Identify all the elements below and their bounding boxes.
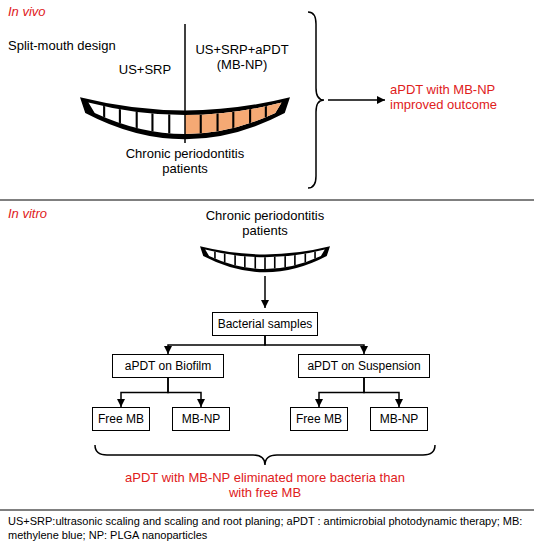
- box-text: MB-NP: [177, 412, 225, 426]
- flow-arrow: [265, 336, 364, 354]
- box-text: aPDT on Suspension: [303, 359, 425, 373]
- curly-brace: [308, 12, 324, 188]
- process-box: aPDT on Suspension: [298, 354, 430, 378]
- section-divider: [0, 200, 534, 201]
- box-text: MB-NP: [375, 412, 423, 426]
- subject-label: Chronic periodontitis patients: [195, 208, 335, 238]
- section-heading: In vivo: [8, 4, 88, 19]
- subject-label: Chronic periodontitis patients: [115, 146, 255, 176]
- box-text: Bacterial samples: [217, 317, 313, 331]
- footnote: US+SRP:ultrasonic scaling and scaling an…: [8, 514, 526, 542]
- process-box: Free MB: [92, 407, 150, 431]
- curly-brace: [95, 445, 435, 465]
- conclusion-text: aPDT with MB-NP eliminated more bacteria…: [125, 470, 405, 500]
- process-box: aPDT on Biofilm: [112, 354, 224, 378]
- process-box: MB-NP: [370, 407, 428, 431]
- group-label: US+SRP+aPDT (MB-NP): [192, 42, 292, 72]
- process-box: Bacterial samples: [212, 312, 318, 336]
- section-heading: In vitro: [8, 206, 88, 221]
- flow-arrow: [168, 378, 201, 407]
- process-box: MB-NP: [172, 407, 230, 431]
- split-line: [184, 24, 186, 143]
- flow-arrow: [364, 378, 399, 407]
- sampling-arrow: [264, 276, 266, 308]
- design-label: Split-mouth design: [8, 38, 138, 53]
- result-arrow: [328, 99, 385, 101]
- box-text: Free MB: [97, 412, 145, 426]
- flow-arrow: [121, 378, 168, 407]
- flow-arrow: [319, 378, 364, 407]
- conclusion-text: aPDT with MB-NP improved outcome: [390, 82, 520, 112]
- box-text: aPDT on Biofilm: [117, 359, 219, 373]
- group-label: US+SRP: [110, 62, 180, 77]
- footer-divider: [0, 510, 534, 511]
- flow-arrow: [168, 336, 265, 354]
- process-box: Free MB: [290, 407, 348, 431]
- box-text: Free MB: [295, 412, 343, 426]
